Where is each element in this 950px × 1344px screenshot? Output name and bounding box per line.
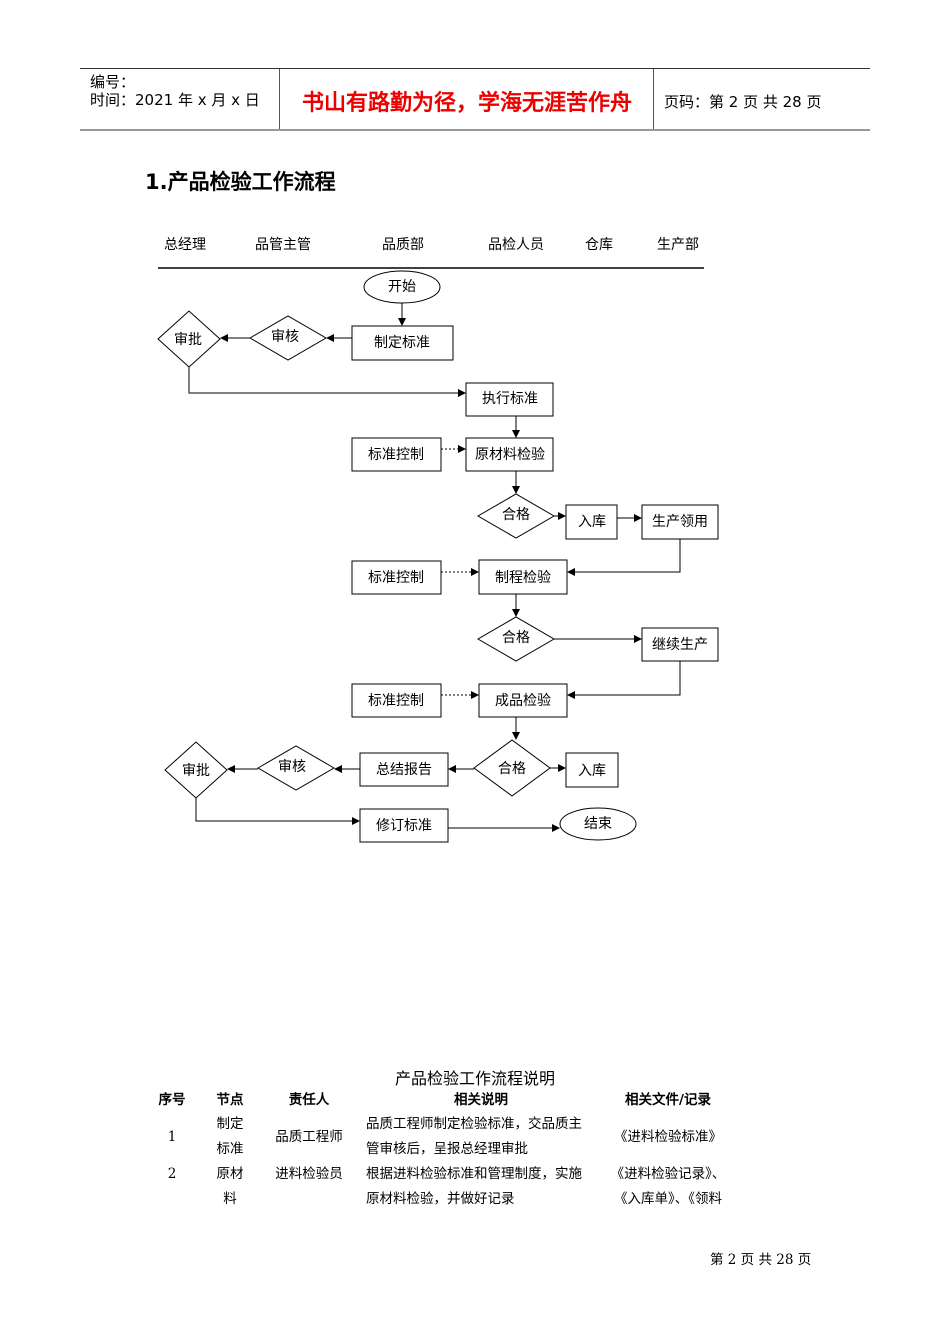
col-header-no: 序号 <box>158 1092 186 1108</box>
revise-standard-node <box>359 808 449 843</box>
row-desc: 品质工程师制定检验标准，交品质主 <box>366 1116 582 1132</box>
continue-production-node <box>641 627 719 662</box>
process-inspection-node <box>478 559 568 595</box>
review-label-1: 审核 <box>271 329 299 345</box>
in-stock-label-1: 入库 <box>578 514 606 530</box>
lane-general-manager: 总经理 <box>164 237 206 253</box>
make-standard-label: 制定标准 <box>374 335 430 351</box>
approve-label-1: 审批 <box>174 332 202 348</box>
flowchart: 总经理 品管主管 品质部 品检人员 仓库 生产部 开始 <box>157 237 719 843</box>
execute-standard-label: 执行标准 <box>482 391 538 407</box>
pass-label-2: 合格 <box>502 630 530 646</box>
production-use-label: 生产领用 <box>652 514 708 530</box>
col-header-desc: 相关说明 <box>454 1092 508 1108</box>
row-node: 原材 <box>216 1166 244 1182</box>
row-node: 标准 <box>216 1141 244 1157</box>
standard-control-label-3: 标准控制 <box>368 693 424 709</box>
end-node <box>559 807 637 841</box>
page-header: 编号： 时间：2021 年 x 月 x 日 书山有路勤为径，学海无涯苦作舟 页码… <box>80 68 870 131</box>
lane-production: 生产部 <box>657 237 699 253</box>
process-inspection-label: 制程检验 <box>495 570 551 586</box>
final-inspection-node <box>478 683 568 718</box>
page-number: 页码：第 2 页 共 28 页 <box>664 92 822 111</box>
lane-quality-dept: 品质部 <box>382 237 424 253</box>
row-owner: 进料检验员 <box>275 1166 343 1182</box>
end-label: 结束 <box>584 816 612 832</box>
row-node: 料 <box>223 1191 237 1207</box>
lane-warehouse: 仓库 <box>585 237 613 253</box>
page-footer: 第 2 页 共 28 页 <box>710 1252 812 1268</box>
pass-label-1: 合格 <box>502 507 530 523</box>
lane-inspector: 品检人员 <box>488 237 544 253</box>
review-label-2: 审核 <box>278 759 306 775</box>
production-use-node <box>641 504 719 540</box>
approve-label-2: 审批 <box>182 763 210 779</box>
table-caption: 产品检验工作流程说明 <box>394 1069 555 1088</box>
lane-qc-supervisor: 品管主管 <box>255 237 311 253</box>
continue-production-label: 继续生产 <box>652 636 708 653</box>
in-stock-node-1 <box>565 504 618 540</box>
col-header-docs: 相关文件/记录 <box>625 1092 711 1108</box>
standard-control-node-2 <box>351 560 442 595</box>
summary-report-node <box>359 752 449 787</box>
final-inspection-label: 成品检验 <box>495 693 551 709</box>
standard-control-node-1 <box>351 437 442 472</box>
row-owner: 品质工程师 <box>275 1129 343 1145</box>
flow-connectors <box>188 303 681 832</box>
summary-report-label: 总结报告 <box>376 762 432 778</box>
standard-control-label-1: 标准控制 <box>368 447 424 463</box>
row-desc: 原材料检验，并做好记录 <box>366 1191 515 1207</box>
row-docs: 《进料检验标准》 <box>614 1129 722 1145</box>
row-no: 1 <box>167 1129 177 1145</box>
row-desc: 根据进料检验标准和管理制度，实施 <box>366 1166 582 1182</box>
col-header-owner: 责任人 <box>288 1092 330 1108</box>
date-label: 时间：2021 年 x 月 x 日 <box>90 91 260 109</box>
standard-control-label-2: 标准控制 <box>368 570 424 586</box>
row-node: 制定 <box>216 1116 244 1132</box>
in-stock-label-2: 入库 <box>578 763 606 779</box>
row-docs: 《进料检验记录》、 <box>610 1166 726 1182</box>
start-label: 开始 <box>388 279 416 295</box>
row-docs: 《入库单》、《领料 <box>614 1191 722 1207</box>
make-standard-node <box>351 325 454 361</box>
raw-material-inspection-node <box>465 437 554 472</box>
raw-material-inspection-label: 原材料检验 <box>475 447 545 463</box>
row-desc: 管审核后，呈报总经理审批 <box>366 1141 528 1157</box>
col-header-node: 节点 <box>216 1092 244 1108</box>
row-no: 2 <box>167 1166 177 1182</box>
revise-standard-label: 修订标准 <box>376 818 432 834</box>
pass-label-3: 合格 <box>498 761 526 777</box>
section-title: 1.产品检验工作流程 <box>145 170 336 194</box>
number-label: 编号： <box>90 73 136 91</box>
in-stock-node-2 <box>565 752 619 788</box>
standard-control-node-3 <box>351 683 442 718</box>
header-meta: 编号： 时间：2021 年 x 月 x 日 <box>80 69 280 129</box>
motto: 书山有路勤为径，学海无涯苦作舟 <box>281 69 654 129</box>
execute-standard-node <box>465 382 554 417</box>
